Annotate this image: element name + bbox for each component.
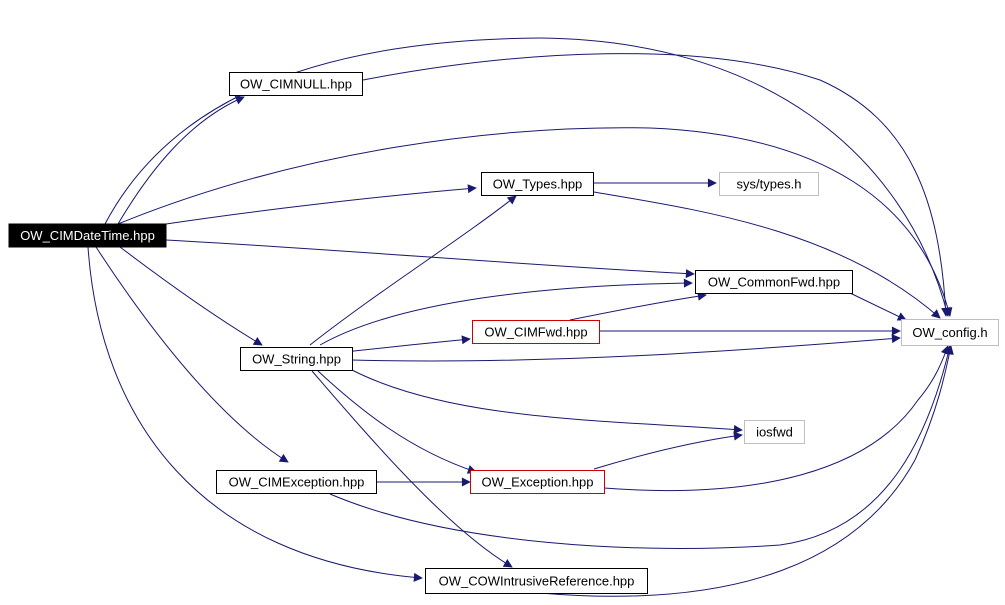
node-config-label: OW_config.h	[912, 325, 987, 340]
node-cowintrusive-label: OW_COWIntrusiveReference.hpp	[439, 574, 635, 589]
node-string[interactable]: OW_String.hpp	[240, 347, 353, 371]
node-iosfwd[interactable]: iosfwd	[744, 420, 805, 444]
node-cimdatetime-label: OW_CIMDateTime.hpp	[20, 228, 155, 243]
node-systypes-label: sys/types.h	[736, 177, 801, 192]
node-exception[interactable]: OW_Exception.hpp	[470, 470, 605, 494]
edge-string-exception	[317, 370, 477, 474]
nodes: OW_CIMDateTime.hpp OW_CIMNULL.hpp OW_Typ…	[8, 72, 999, 594]
edge-string-types	[309, 195, 517, 346]
node-cimdatetime[interactable]: OW_CIMDateTime.hpp	[8, 223, 167, 248]
edge-commonfwd-config	[849, 292, 907, 321]
edge-string-config	[351, 334, 901, 362]
edge-string-cowintrusive	[311, 370, 513, 568]
edge-cimexception-config	[329, 345, 953, 549]
edge-cimdatetime-cowintrusive	[87, 246, 423, 582]
node-types[interactable]: OW_Types.hpp	[481, 172, 594, 196]
node-cowintrusive[interactable]: OW_COWIntrusiveReference.hpp	[425, 568, 648, 594]
node-exception-label: OW_Exception.hpp	[481, 475, 593, 490]
edge-cimdatetime-types	[165, 184, 477, 225]
node-cimfwd-label: OW_CIMFwd.hpp	[484, 325, 587, 340]
edge-types-config	[593, 191, 941, 319]
node-commonfwd-label: OW_CommonFwd.hpp	[708, 275, 840, 290]
node-types-label: OW_Types.hpp	[493, 177, 583, 192]
node-cimnull-label: OW_CIMNULL.hpp	[240, 77, 352, 92]
node-cimnull[interactable]: OW_CIMNULL.hpp	[229, 72, 363, 96]
edge-cowintrusive-config	[539, 345, 954, 597]
node-cimexception[interactable]: OW_CIMException.hpp	[216, 470, 377, 494]
edge-cimfwd-commonfwd	[569, 291, 707, 321]
edge-cimdatetime-commonfwd	[165, 239, 695, 279]
edges	[87, 37, 954, 597]
edge-string-iosfwd	[351, 369, 743, 434]
edge-string-commonfwd	[319, 278, 693, 346]
node-systypes[interactable]: sys/types.h	[719, 172, 819, 196]
node-config[interactable]: OW_config.h	[901, 319, 999, 346]
edge-exception-config	[603, 345, 950, 492]
edge-cimdatetime-config-top-b	[117, 127, 953, 317]
node-string-label: OW_String.hpp	[252, 352, 341, 367]
edge-cimdatetime-config-top-a	[104, 37, 951, 317]
edge-exception-iosfwd	[593, 431, 743, 470]
edge-cimdatetime-string	[119, 246, 263, 346]
edge-cimnull-config	[362, 53, 951, 317]
node-commonfwd[interactable]: OW_CommonFwd.hpp	[695, 270, 853, 294]
edge-cimdatetime-cimnull	[117, 96, 245, 225]
node-cimexception-label: OW_CIMException.hpp	[229, 475, 365, 490]
node-iosfwd-label: iosfwd	[756, 425, 793, 440]
edge-cimdatetime-cimexception	[95, 246, 289, 463]
node-cimfwd[interactable]: OW_CIMFwd.hpp	[472, 320, 600, 344]
